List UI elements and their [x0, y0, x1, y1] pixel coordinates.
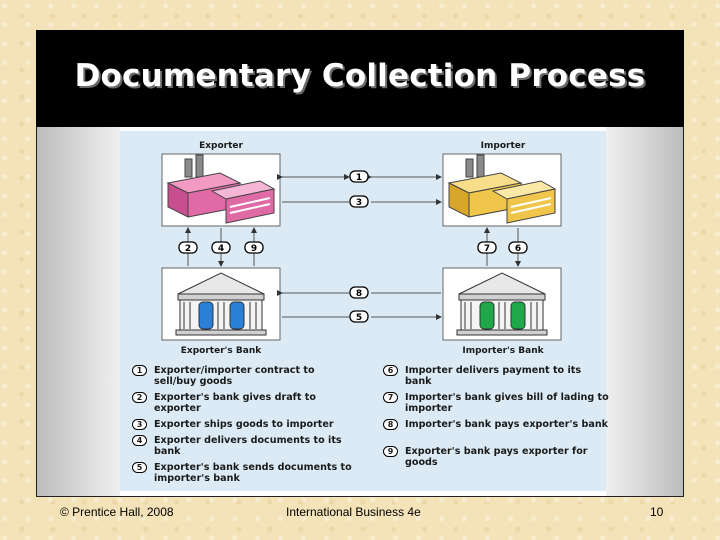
legend-text-4: Exporter delivers documents to its bank [154, 435, 359, 457]
flow-number-6: 6 [515, 244, 521, 254]
flow-arrow-7: 7 [478, 228, 496, 266]
flow-number-7: 7 [484, 244, 490, 254]
legend-number-1: 1 [132, 365, 147, 376]
legend-text-3: Exporter ships goods to importer [154, 419, 359, 430]
flow-number-5: 5 [356, 313, 362, 323]
exporter-node: Exporter [162, 141, 280, 226]
flow-arrow-4: 4 [212, 228, 230, 266]
background-wall-left [37, 127, 120, 496]
importers-bank-label: Importer's Bank [462, 346, 544, 356]
legend-number-4: 4 [132, 435, 147, 446]
footer-book-title: International Business 4e [286, 505, 421, 519]
slide-title: Documentary Collection Process [36, 58, 684, 94]
legend-number-3: 3 [132, 419, 147, 430]
flow-arrow-3: 3 [282, 196, 441, 208]
importers-bank-node: Importer's Bank [443, 268, 561, 356]
flow-number-3: 3 [356, 198, 362, 208]
flow-number-1: 1 [356, 173, 362, 183]
flow-arrow-9: 9 [245, 228, 263, 266]
exporters-bank-label: Exporter's Bank [181, 346, 262, 356]
flow-arrow-8: 8 [282, 287, 441, 299]
flow-number-4: 4 [218, 244, 224, 254]
flow-number-8: 8 [356, 289, 362, 299]
legend-number-6: 6 [383, 365, 398, 376]
legend-text-9: Exporter's bank pays exporter for goods [405, 446, 610, 468]
flow-arrow-1: 1 [282, 171, 441, 183]
footer-copyright: © Prentice Hall, 2008 [60, 505, 174, 519]
legend-number-5: 5 [132, 462, 147, 473]
flow-arrow-6: 6 [509, 228, 527, 266]
legend-number-7: 7 [383, 392, 398, 403]
legend-number-2: 2 [132, 392, 147, 403]
legend-text-6: Importer delivers payment to its bank [405, 365, 610, 387]
flow-number-9: 9 [251, 244, 257, 254]
collection-process-diagram: Exporter Importer [120, 131, 606, 491]
exporters-bank-node: Exporter's Bank [162, 268, 280, 356]
flow-arrow-2: 2 [179, 228, 197, 266]
flow-arrow-5: 5 [282, 311, 441, 323]
legend-number-9: 9 [383, 446, 398, 457]
importer-label: Importer [481, 141, 526, 151]
legend-text-7: Importer's bank gives bill of lading to … [405, 392, 610, 414]
exporter-label: Exporter [199, 141, 243, 151]
legend-number-8: 8 [383, 419, 398, 430]
legend-text-8: Importer's bank pays exporter's bank [405, 419, 610, 430]
importer-node: Importer [443, 141, 561, 226]
legend-text-5: Exporter's bank sends documents to impor… [154, 462, 359, 484]
background-wall-right [606, 127, 683, 496]
legend-text-2: Exporter's bank gives draft to exporter [154, 392, 359, 414]
flow-number-2: 2 [185, 244, 191, 254]
footer-page-number: 10 [650, 505, 663, 519]
legend-text-1: Exporter/importer contract to sell/buy g… [154, 365, 359, 387]
